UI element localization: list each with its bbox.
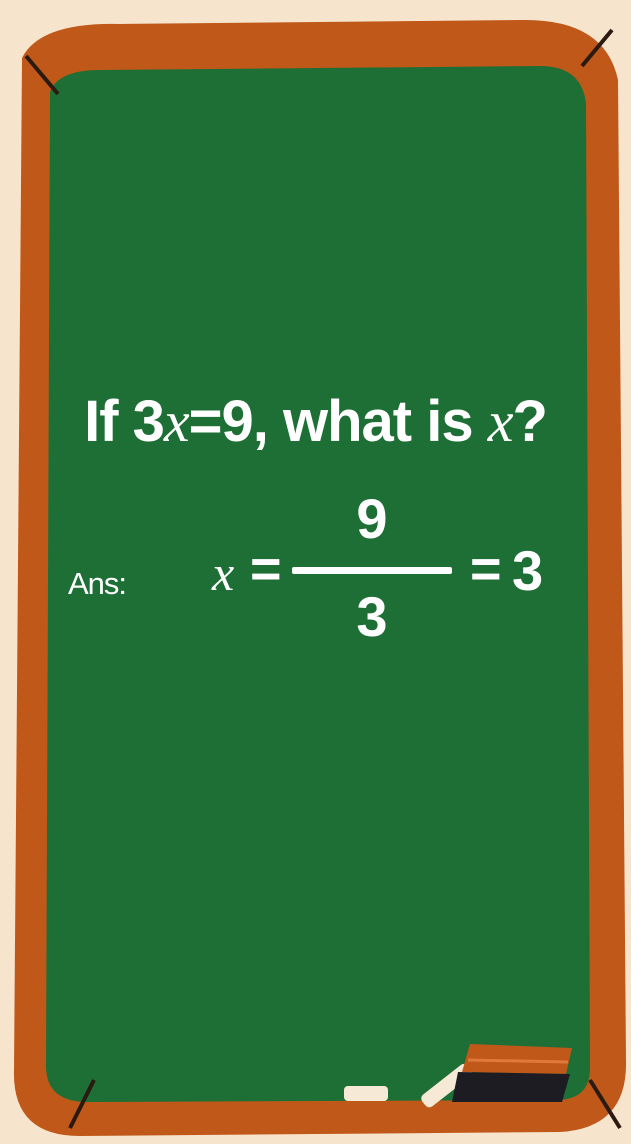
- answer-result: 3: [512, 539, 544, 602]
- fraction-bar: [292, 567, 452, 574]
- question-text: If 3x=9, what is x?: [0, 388, 631, 455]
- question-variable: x: [487, 389, 514, 454]
- frame-corner-line: [68, 1079, 96, 1129]
- frame-corner-line: [580, 28, 614, 68]
- frame-corner-line: [588, 1078, 622, 1130]
- eraser-icon: [462, 1044, 572, 1074]
- eraser-edge: [467, 1058, 569, 1064]
- frame-corner-line: [24, 54, 60, 96]
- equals-sign: =: [470, 539, 502, 599]
- question-prefix: If 3: [84, 389, 165, 454]
- fraction-denominator: 3: [356, 585, 388, 648]
- chalkboard-surface: [46, 66, 590, 1102]
- answer-label: Ans:: [68, 566, 127, 601]
- chalk-piece: [344, 1086, 388, 1101]
- eraser-base: [452, 1072, 570, 1102]
- fraction: 9 3: [292, 486, 452, 656]
- question-suffix: ?: [512, 389, 547, 454]
- answer-variable: x: [212, 545, 235, 601]
- fraction-numerator: 9: [356, 487, 388, 550]
- equals-sign: =: [250, 539, 282, 599]
- question-middle: =9, what is: [188, 389, 488, 454]
- question-variable: x: [163, 389, 190, 454]
